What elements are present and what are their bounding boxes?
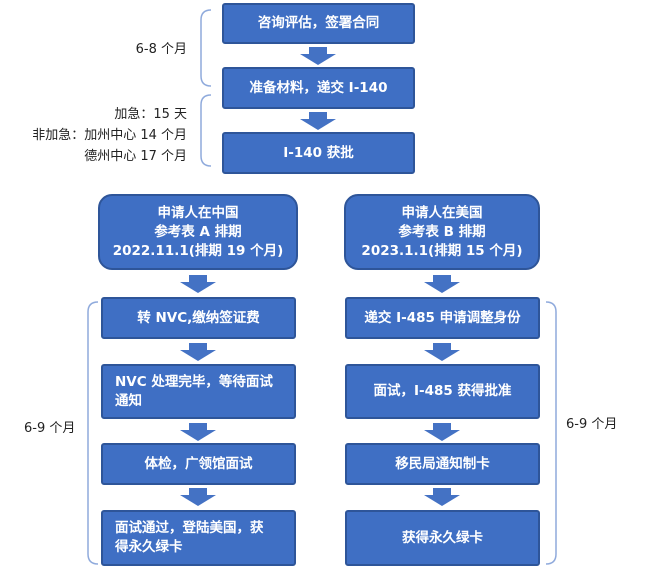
left-step-medical-label: 体检，广领馆面试 [144,455,253,472]
left-duration-label: 6-9 个月 [24,421,76,436]
step-submit-i140: 准备材料，递交 I-140 [222,67,415,109]
step-i140-approved-label: I-140 获批 [283,144,354,161]
right-header-line-1: 申请人在美国 [401,204,483,221]
left-header-line-1: 申请人在中国 [157,204,239,221]
texas-label: 德州中心 17 个月 [84,149,187,164]
left-step-green-line-1: 面试通过，登陆美国，获 [115,520,264,536]
arrow-down-icon [424,275,460,293]
duration-label-top: 6-8 个月 [135,42,187,57]
arrow-down-icon [300,47,336,65]
left-step-nvc-label: 转 NVC,缴纳签证费 [137,309,260,326]
left-step-green-line-2: 得永久绿卡 [115,539,183,555]
left-step-medical: 体检，广领馆面试 [101,443,296,485]
arrow-down-icon [180,343,216,361]
right-step-green-label: 获得永久绿卡 [402,529,483,546]
bracket-top-lower [200,94,212,167]
left-step-nvc: 转 NVC,缴纳签证费 [101,297,296,339]
bracket-left-branch [87,301,99,565]
right-step-i485-label: 递交 I-485 申请调整身份 [364,309,521,326]
left-step-green-card: 面试通过，登陆美国，获 得永久绿卡 [101,510,296,566]
bracket-right-branch [545,301,557,565]
step-consult-label: 咨询评估，签署合同 [257,15,380,31]
bracket-top-upper [200,9,212,87]
right-branch-header: 申请人在美国 参考表 B 排期 2023.1.1(排期 15 个月) [344,194,540,270]
expedited-label: 加急：15 天 [114,107,187,122]
right-duration-label: 6-9 个月 [566,417,618,432]
left-step-wait-line-2: 通知 [115,392,142,409]
left-branch-header: 申请人在中国 参考表 A 排期 2022.11.1(排期 19 个月) [98,194,298,270]
right-step-i485: 递交 I-485 申请调整身份 [345,297,540,339]
arrow-down-icon [180,423,216,441]
non-expedited-label: 非加急：加州中心 14 个月 [32,128,187,143]
right-step-card-label: 移民局通知制卡 [395,455,490,472]
right-header-line-2: 参考表 B 排期 [398,223,486,240]
arrow-down-icon [424,488,460,506]
right-header-line-3: 2023.1.1(排期 15 个月) [361,242,523,259]
step-submit-i140-label: 准备材料，递交 I-140 [249,79,388,96]
right-step-interview: 面试，I-485 获得批准 [345,364,540,419]
left-header-line-3: 2022.11.1(排期 19 个月) [112,242,284,259]
left-step-wait-interview: NVC 处理完毕，等待面试 通知 [101,364,296,419]
arrow-down-icon [300,112,336,130]
left-step-wait-line-1: NVC 处理完毕，等待面试 [115,373,273,390]
right-step-interview-label: 面试，I-485 获得批准 [373,383,512,399]
arrow-down-icon [180,488,216,506]
arrow-down-icon [180,275,216,293]
step-consult: 咨询评估，签署合同 [222,3,415,44]
arrow-down-icon [424,343,460,361]
step-i140-approved: I-140 获批 [222,132,415,174]
left-header-line-2: 参考表 A 排期 [154,223,242,240]
right-step-card-production: 移民局通知制卡 [345,443,540,485]
right-step-green-card: 获得永久绿卡 [345,510,540,566]
arrow-down-icon [424,423,460,441]
